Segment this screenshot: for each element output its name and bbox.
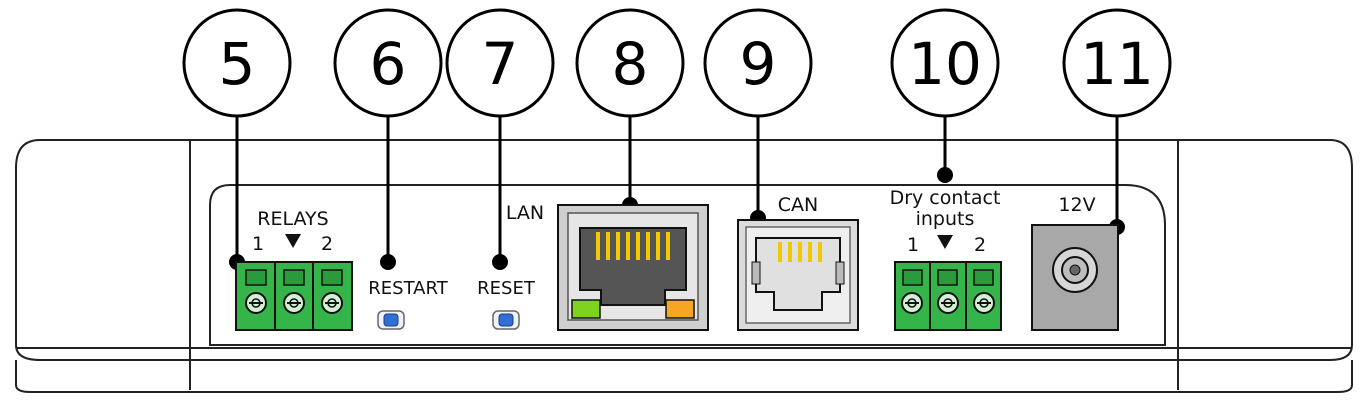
relay-1-label: 1 [252, 233, 264, 255]
callout-8-number: 8 [612, 30, 649, 98]
callout-11: 11 [1062, 8, 1172, 118]
lan-label: LAN [506, 202, 544, 224]
callout-5: 5 [182, 8, 292, 118]
relay-2-label: 2 [321, 233, 333, 255]
reset-label: RESET [477, 278, 536, 299]
lan-port[interactable] [557, 204, 709, 331]
lan-link-led [571, 299, 601, 319]
relay-arrow-icon [285, 234, 301, 248]
dry-contact-label-line1: Dry contact [890, 187, 1001, 209]
callout-7-number: 7 [482, 30, 519, 98]
dry-contact-label-line2: inputs [916, 208, 975, 230]
dry-2-label: 2 [974, 234, 986, 256]
callout-10: 10 [890, 8, 1000, 118]
dry-arrow-icon [937, 235, 953, 249]
callout-10-number: 10 [908, 30, 982, 98]
callout-9: 9 [703, 8, 813, 118]
callout-9-number: 9 [740, 30, 777, 98]
dry-1-label: 1 [907, 234, 919, 256]
power-label: 12V [1058, 194, 1095, 216]
lan-activity-led [665, 299, 695, 319]
callout-7: 7 [445, 8, 555, 118]
power-jack[interactable] [1031, 224, 1119, 331]
restart-label: RESTART [368, 278, 448, 299]
restart-button[interactable] [377, 310, 405, 330]
leader-lines [235, 105, 1119, 262]
callout-6-number: 6 [370, 30, 407, 98]
callout-8: 8 [575, 8, 685, 118]
can-port[interactable] [737, 219, 859, 331]
relays-label: RELAYS [257, 208, 328, 230]
relays-terminal [235, 261, 353, 331]
dry-contact-terminal [894, 261, 1002, 331]
callout-5-number: 5 [219, 30, 256, 98]
can-label: CAN [778, 194, 818, 216]
callout-11-number: 11 [1080, 30, 1154, 98]
reset-button[interactable] [492, 310, 520, 330]
callout-6: 6 [333, 8, 443, 118]
